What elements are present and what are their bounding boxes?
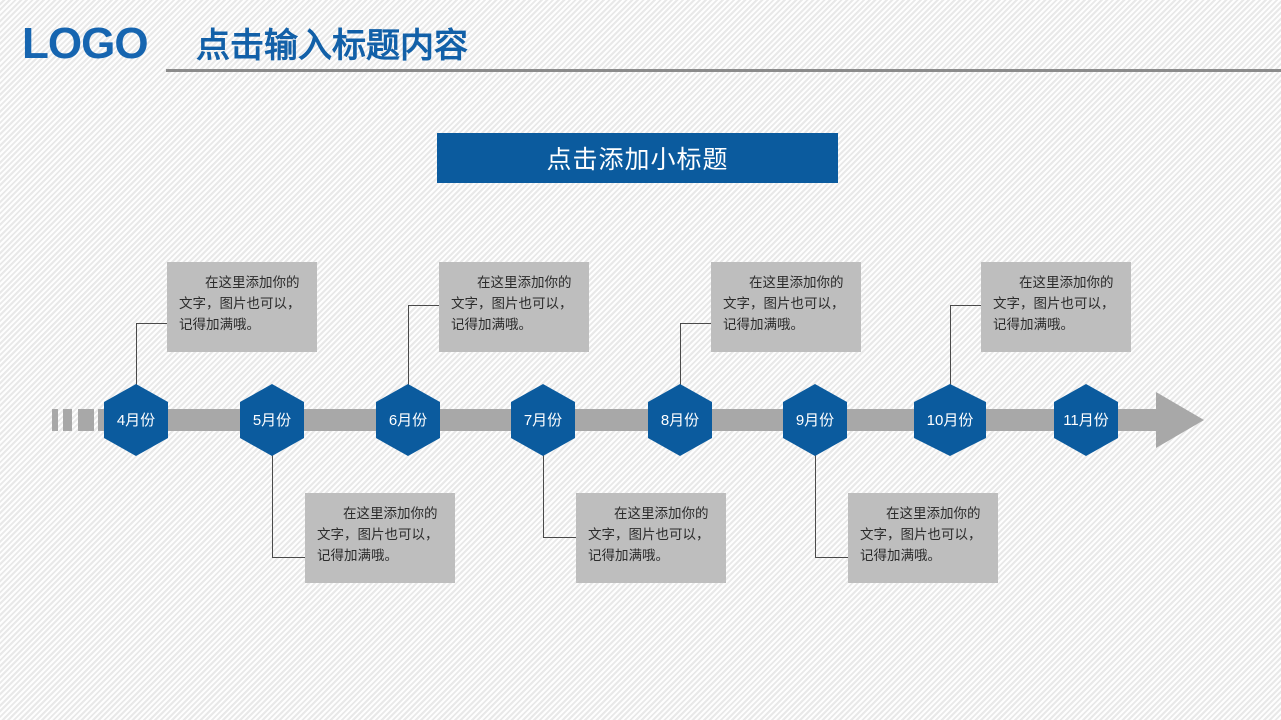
connector-horizontal-1 [136,323,168,324]
note-box-top-2[interactable]: 在这里添加你的文字，图片也可以，记得加满哦。 [439,262,589,352]
logo: LOGO [22,19,149,68]
milestone-hex-6[interactable]: 9月份 [783,384,847,456]
milestone-hex-7[interactable]: 10月份 [914,384,986,456]
note-box-top-1[interactable]: 在这里添加你的文字，图片也可以，记得加满哦。 [167,262,317,352]
milestone-label: 4月份 [116,411,156,429]
milestone-hex-1[interactable]: 4月份 [104,384,168,456]
note-box-bottom-2[interactable]: 在这里添加你的文字，图片也可以，记得加满哦。 [576,493,726,583]
section-banner-label: 点击添加小标题 [546,146,729,174]
track-dash-left-3 [78,409,94,431]
timeline-arrow-icon [1156,392,1204,448]
track-dash-right-1 [1122,409,1138,431]
milestone-label: 8月份 [660,411,700,429]
track-dash-right-2 [1143,409,1152,431]
header-divider [166,69,1281,72]
timeline-track [98,409,1179,431]
note-text: 在这里添加你的文字，图片也可以，记得加满哦。 [179,275,301,332]
note-text: 在这里添加你的文字，图片也可以，记得加满哦。 [723,275,845,332]
milestone-label: 11月份 [1063,411,1109,429]
connector-horizontal-4 [543,537,577,538]
note-box-bottom-1[interactable]: 在这里添加你的文字，图片也可以，记得加满哦。 [305,493,455,583]
page-title: 点击输入标题内容 [196,27,468,65]
note-text: 在这里添加你的文字，图片也可以，记得加满哦。 [317,506,439,563]
connector-vertical-6 [815,453,816,558]
section-banner: 点击添加小标题 [437,133,838,183]
milestone-hex-5[interactable]: 8月份 [648,384,712,456]
milestone-hex-8[interactable]: 11月份 [1054,384,1118,456]
note-box-bottom-3[interactable]: 在这里添加你的文字，图片也可以，记得加满哦。 [848,493,998,583]
note-text: 在这里添加你的文字，图片也可以，记得加满哦。 [451,275,573,332]
connector-vertical-3 [408,305,409,387]
note-text: 在这里添加你的文字，图片也可以，记得加满哦。 [993,275,1115,332]
connector-horizontal-5 [680,323,712,324]
connector-vertical-2 [272,453,273,558]
milestone-label: 9月份 [795,411,835,429]
milestone-hex-4[interactable]: 7月份 [511,384,575,456]
milestone-label: 6月份 [388,411,428,429]
connector-horizontal-6 [815,557,849,558]
connector-horizontal-2 [272,557,306,558]
connector-vertical-7 [950,305,951,387]
milestone-label: 7月份 [523,411,563,429]
milestone-hex-2[interactable]: 5月份 [240,384,304,456]
note-text: 在这里添加你的文字，图片也可以，记得加满哦。 [860,506,982,563]
connector-vertical-5 [680,323,681,387]
milestone-hex-3[interactable]: 6月份 [376,384,440,456]
connector-vertical-1 [136,323,137,387]
note-text: 在这里添加你的文字，图片也可以，记得加满哦。 [588,506,710,563]
connector-vertical-4 [543,453,544,538]
note-box-top-4[interactable]: 在这里添加你的文字，图片也可以，记得加满哦。 [981,262,1131,352]
connector-horizontal-3 [408,305,440,306]
milestone-label: 10月份 [926,411,974,429]
connector-horizontal-7 [950,305,982,306]
milestone-label: 5月份 [252,411,292,429]
track-dash-left-1 [52,409,58,431]
track-dash-left-2 [63,409,72,431]
note-box-top-3[interactable]: 在这里添加你的文字，图片也可以，记得加满哦。 [711,262,861,352]
